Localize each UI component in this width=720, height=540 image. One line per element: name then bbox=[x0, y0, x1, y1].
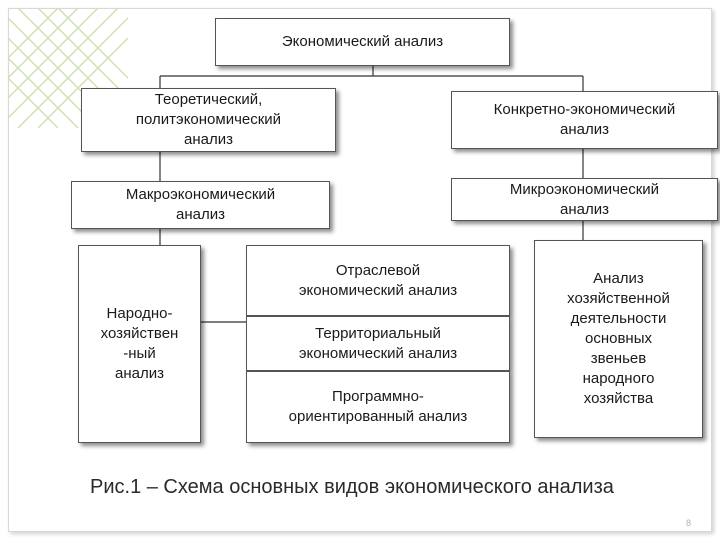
territorial-label: Территориальный экономический анализ bbox=[298, 324, 458, 362]
macro-label: Макроэкономический анализ bbox=[125, 186, 276, 223]
box-sectoral-analysis: Отраслевой экономический анализ bbox=[246, 245, 510, 316]
box-program-oriented-analysis: Программно- ориентированный анализ bbox=[246, 371, 510, 443]
box-concrete-economic-analysis: Конкретно-экономический анализ bbox=[451, 91, 718, 149]
box-theoretical-analysis: Теоретический, политэкономический анализ bbox=[81, 88, 336, 152]
national-label: Народно- хозяйствен -ный анализ bbox=[100, 305, 179, 382]
figure-caption: Рис.1 – Схема основных видов экономическ… bbox=[90, 476, 614, 498]
theoretical-label: Теоретический, политэкономический анализ bbox=[135, 91, 282, 148]
box-macroeconomic-analysis: Макроэкономический анализ bbox=[71, 181, 330, 229]
page-number: 8 bbox=[686, 518, 692, 528]
box-territorial-analysis: Территориальный экономический анализ bbox=[246, 316, 510, 371]
root-label: Экономический анализ bbox=[281, 33, 444, 50]
sectoral-label: Отраслевой экономический анализ bbox=[298, 261, 458, 299]
program-label: Программно- ориентированный анализ bbox=[288, 388, 468, 425]
box-national-economic-analysis: Народно- хозяйствен -ный анализ bbox=[78, 245, 201, 443]
economic-activity-label: Анализ хозяйственной деятельности основн… bbox=[567, 270, 670, 407]
box-economic-activity-analysis: Анализ хозяйственной деятельности основн… bbox=[534, 240, 703, 438]
micro-label: Микроэкономический анализ bbox=[509, 180, 660, 218]
root-box-economic-analysis: Экономический анализ bbox=[215, 18, 510, 66]
box-microeconomic-analysis: Микроэкономический анализ bbox=[451, 178, 718, 221]
concrete-label: Конкретно-экономический анализ bbox=[493, 101, 676, 138]
